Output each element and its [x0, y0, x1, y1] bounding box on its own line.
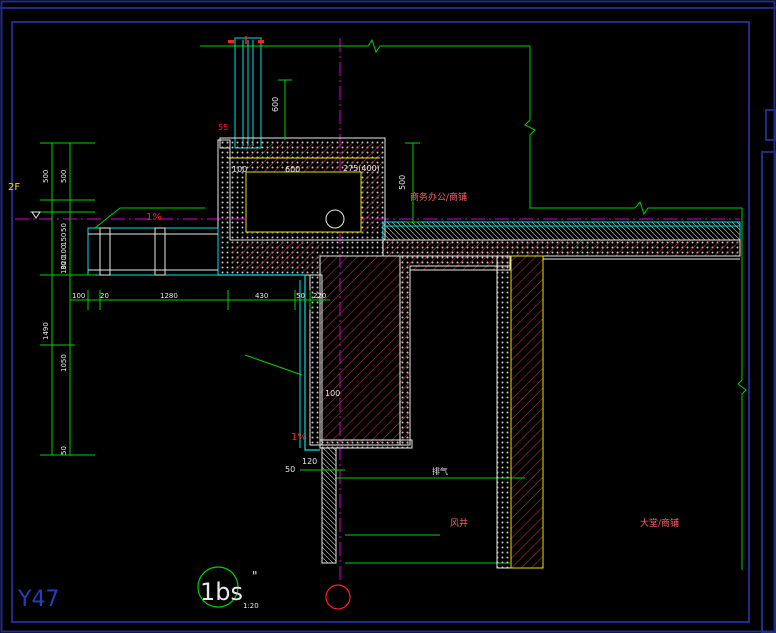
detail-scale: 1:20 — [243, 602, 259, 610]
beam-concrete — [319, 255, 511, 446]
leader-slab — [94, 207, 121, 229]
bottom-dim-label: 20 — [100, 292, 109, 300]
dim-600-vert: 600 — [271, 97, 280, 112]
axis-marker-top — [325, 209, 345, 229]
bottom-dim-label: 100 — [72, 292, 85, 300]
dim-275: 275(400) — [343, 164, 380, 173]
right-top-tab — [765, 109, 776, 141]
left-dim-label: 50 — [60, 223, 68, 232]
slope-top-label: 1% — [146, 212, 162, 223]
label-shaft: 风井 — [450, 517, 468, 529]
left-dim-label: 1490 — [42, 322, 50, 340]
left-dim-label: 150 — [60, 233, 68, 246]
lower-wall — [321, 447, 337, 564]
bottom-dim-label: 430 — [255, 292, 268, 300]
label-level: 排气 — [432, 466, 448, 476]
parapet-void — [245, 171, 362, 233]
left-dim-label: 20 — [60, 256, 68, 265]
floor-slab — [382, 239, 741, 257]
bottom-dim-label: 220 — [313, 292, 326, 300]
right-side-box — [761, 151, 776, 633]
dim-500-right: 500 — [398, 175, 407, 190]
dim-600-horiz: 600 — [285, 165, 300, 174]
bottom-dim-label: 1280 — [160, 292, 178, 300]
dim-120: 120 — [302, 457, 317, 466]
column-hatch — [510, 255, 544, 569]
label-office: 商务办公/商铺 — [410, 191, 467, 203]
canopy-profile — [87, 227, 219, 276]
floor-finish — [382, 221, 741, 241]
sheet-ref: Y47 — [17, 587, 59, 612]
lower-window-frame — [218, 274, 320, 451]
left-dim-label: 100 — [60, 245, 68, 258]
dim-50-b: 50 — [285, 465, 295, 474]
floor-tag: 2F — [8, 182, 20, 193]
detail-id: 1bs — [200, 578, 243, 606]
slope-bottom-label: 1% — [291, 432, 307, 443]
beam-insulation — [399, 255, 511, 446]
left-dim-label: 500 — [60, 170, 68, 183]
level-symbol — [31, 211, 41, 219]
left-dim-label: 500 — [42, 170, 50, 183]
dim-100-a: 100 — [232, 165, 247, 174]
left-dim-label: 1050 — [60, 354, 68, 372]
left-dim-label: 50 — [60, 446, 68, 455]
leader-window — [244, 354, 303, 376]
label-lobby: 大堂/商铺 — [640, 517, 679, 529]
column-insulation-left — [309, 274, 323, 446]
dim-55: 55 — [218, 123, 228, 132]
right-break-line — [737, 208, 747, 570]
detail-note: " — [252, 569, 258, 583]
left-dim-label: 30 — [60, 261, 68, 270]
top-break-line — [200, 38, 742, 216]
left-dim-label: 10 — [60, 265, 68, 274]
bottom-dim-label: 50 — [296, 292, 305, 300]
axis-marker-bottom — [325, 584, 351, 610]
dim-100-b: 100 — [325, 389, 340, 398]
shaft-wall — [496, 255, 512, 569]
inner-border — [11, 21, 750, 623]
bottom-dimension-labels: 100 20 1280 430 50 220 — [72, 292, 326, 300]
detail-bubble — [197, 566, 239, 608]
